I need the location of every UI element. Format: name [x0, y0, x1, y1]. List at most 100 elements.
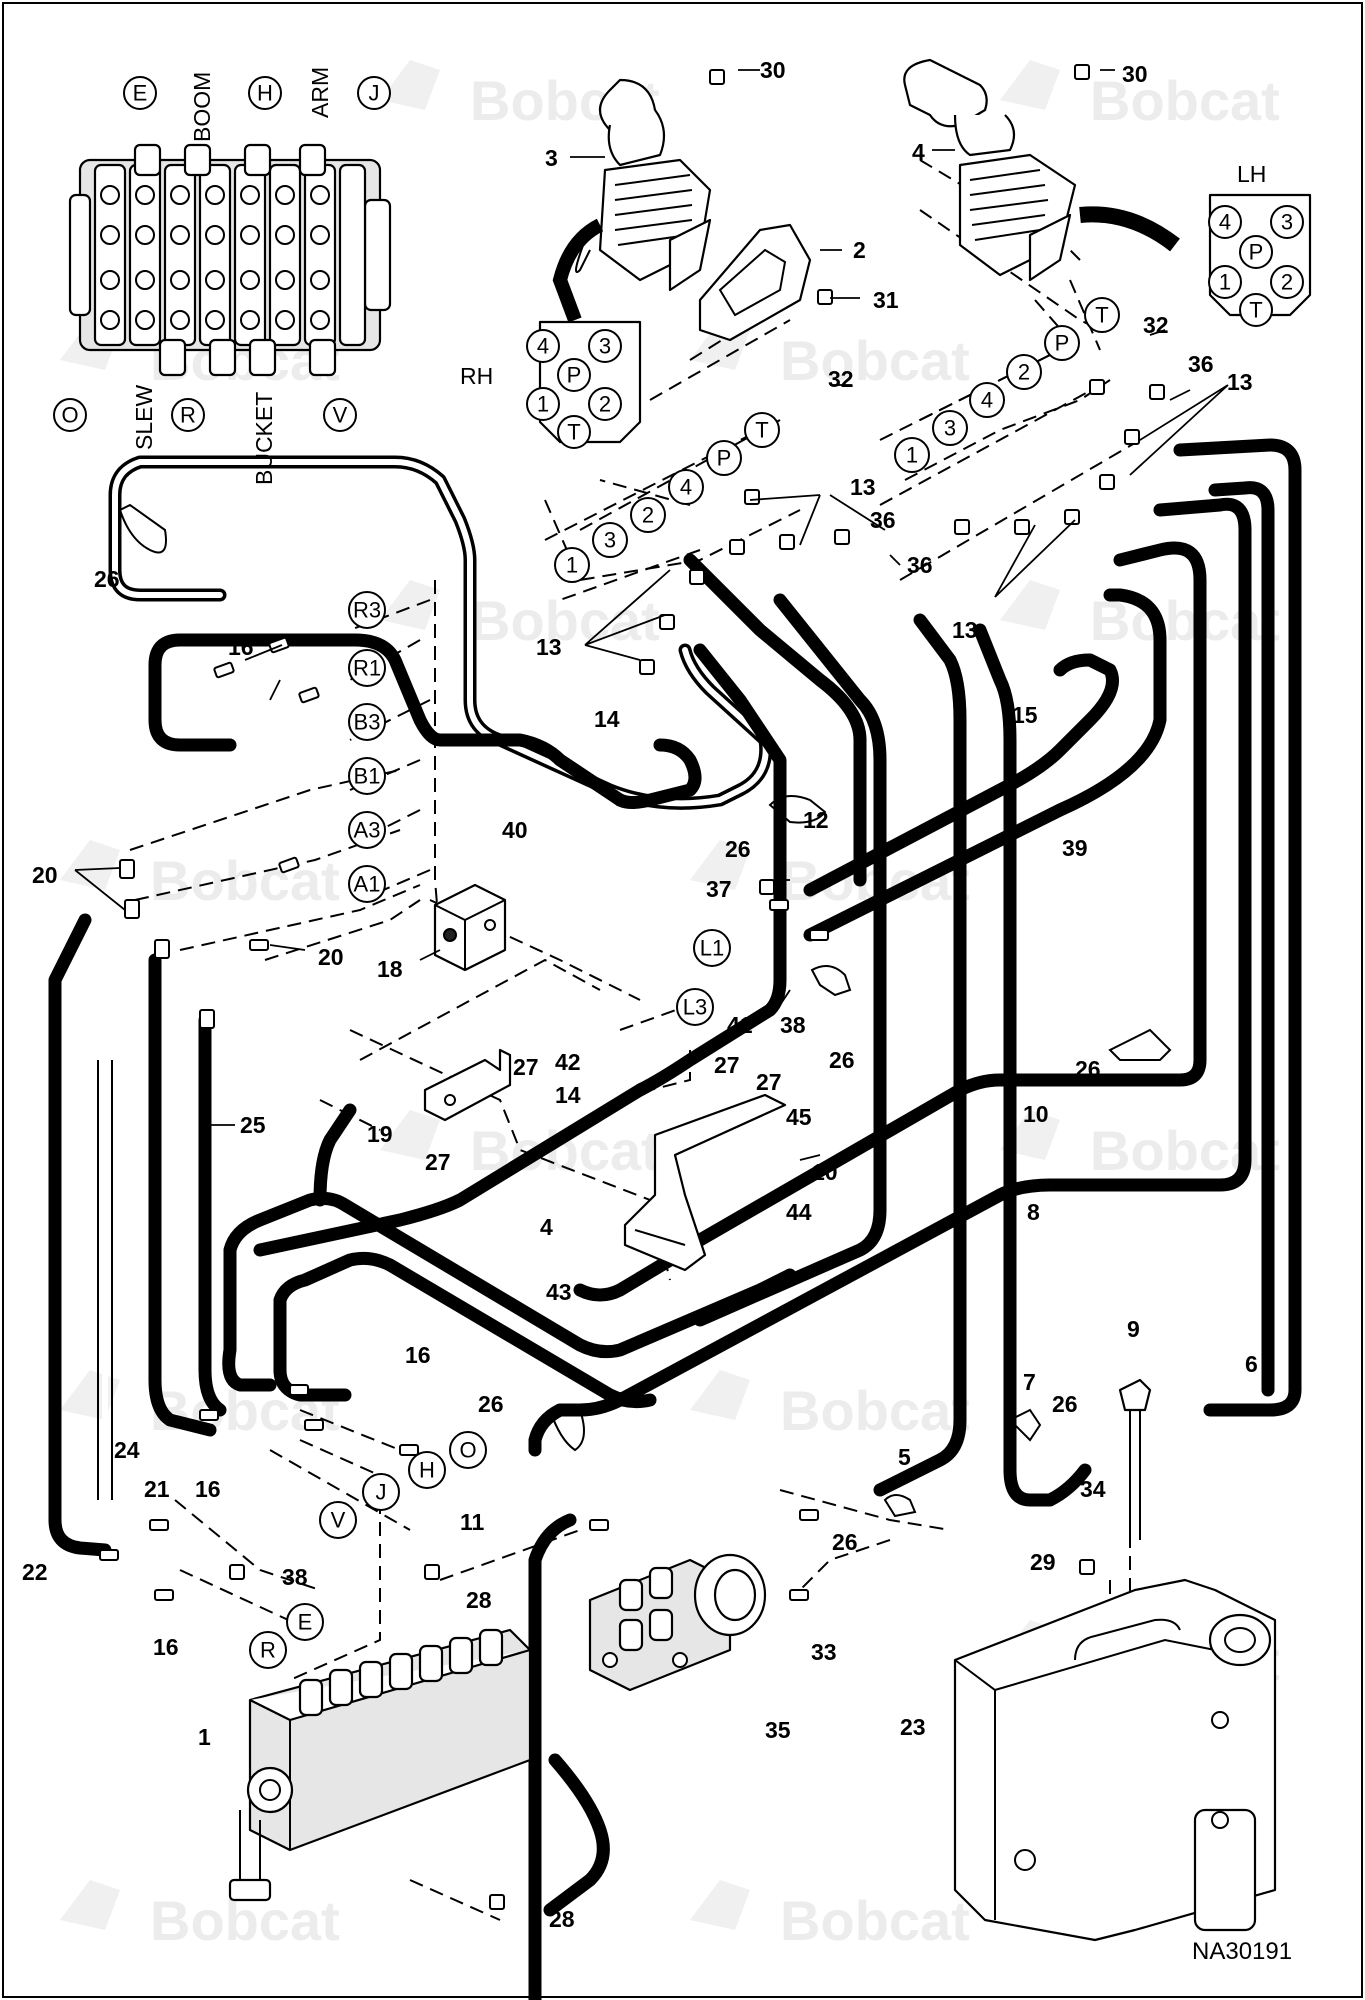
- rh-connector-pins: 4 3 P 1 2 T: [526, 329, 622, 449]
- hose-9: [528, 497, 1252, 1457]
- callout-13b: 13: [850, 474, 876, 500]
- callout-20a: 20: [32, 862, 58, 888]
- callout-8: 8: [1027, 1199, 1040, 1225]
- lh-pin-p: P: [1249, 240, 1264, 265]
- watermark-text: Bobcat: [150, 849, 340, 912]
- dipstick-tube: [1118, 1378, 1152, 1540]
- callout-32a: 32: [828, 366, 854, 392]
- callout-32b: 32: [1143, 312, 1169, 338]
- tag-l1: L1: [700, 936, 724, 961]
- callout-16b: 16: [405, 1342, 431, 1368]
- boom-label: BOOM: [189, 72, 215, 142]
- callout-26d: 26: [1075, 1056, 1101, 1082]
- callout-16a: 16: [228, 634, 254, 660]
- rh-pin-p: P: [567, 363, 582, 388]
- rh-pin-1: 1: [537, 392, 549, 417]
- callout-18: 18: [377, 956, 403, 982]
- hose-12: [683, 553, 867, 887]
- watermark-text: Bobcat: [780, 329, 970, 392]
- arm-label: ARM: [307, 67, 333, 118]
- callout-27d: 27: [425, 1149, 451, 1175]
- callout-26e: 26: [478, 1391, 504, 1417]
- port-circle-o: O: [61, 403, 78, 428]
- watermark-text: Bobcat: [780, 1889, 970, 1952]
- callout-10: 10: [812, 1159, 838, 1185]
- hose-15: [803, 653, 1119, 897]
- callout-22: 22: [22, 1559, 48, 1585]
- callout-26c: 26: [829, 1047, 855, 1073]
- callout-38a: 38: [780, 1012, 806, 1038]
- callout-13a: 13: [536, 634, 562, 660]
- callout-15: 15: [1012, 702, 1038, 728]
- function-labels: BOOM ARM SLEW BUCKET RH LH: [131, 67, 1266, 485]
- lh-cable: [1079, 206, 1180, 252]
- port-circle-h: H: [257, 81, 273, 106]
- watermark-text: Bobcat: [470, 589, 660, 652]
- callout-numbers: 30 30 3 4 2 31 32 32 36 13 13 36 36 13 1…: [22, 57, 1258, 1932]
- callout-33: 33: [811, 1639, 837, 1665]
- hose-39: [803, 588, 1167, 942]
- tag-b1: B1: [354, 764, 381, 789]
- callout-44: 44: [786, 1199, 812, 1225]
- callout-21: 21: [144, 1476, 170, 1502]
- hose-6b: [1208, 481, 1275, 1397]
- lh-label: LH: [1237, 161, 1266, 187]
- bobcat-logo-watermark: [60, 1880, 120, 1930]
- lh-connector-pins: 4 3 P 1 2 T: [1208, 205, 1304, 327]
- callout-11: 11: [460, 1509, 485, 1535]
- watermark-text: Bobcat: [1090, 69, 1280, 132]
- callout-20b: 20: [318, 944, 344, 970]
- rh-cable: [552, 218, 604, 323]
- mounting-bracket-19: [423, 1048, 512, 1122]
- slew-label: SLEW: [131, 385, 157, 450]
- callout-30a: 30: [760, 57, 786, 83]
- callout-31: 31: [873, 287, 899, 313]
- callout-13d: 13: [1227, 369, 1253, 395]
- rh-port-t: T: [755, 418, 768, 443]
- bobcat-logo-watermark: [1000, 60, 1060, 110]
- hose-10: [573, 541, 1207, 1302]
- callout-45: 45: [786, 1104, 812, 1130]
- bobcat-logo-watermark: [690, 1370, 750, 1420]
- hose-clamps: [118, 503, 1172, 1518]
- tag-a1: A1: [354, 872, 381, 897]
- callout-24: 24: [114, 1437, 140, 1463]
- lh-port-3: 3: [944, 416, 956, 441]
- figure-id: NA30191: [1192, 1938, 1292, 1965]
- tag-o: O: [459, 1438, 476, 1463]
- tag-e: E: [298, 1610, 313, 1635]
- rh-port-3: 3: [604, 528, 616, 553]
- tag-b3: B3: [354, 710, 381, 735]
- hose-25: [148, 953, 227, 1437]
- hose-layer: [48, 438, 1302, 2000]
- port-circle-e: E: [133, 81, 148, 106]
- callout-2: 2: [853, 237, 866, 263]
- valve-port-circles: E H J O R V: [53, 76, 391, 432]
- callout-34: 34: [1080, 1476, 1106, 1502]
- hose-tag-circles: R3 R1 B3 B1 A3 A1 L1 L3 H O J V E R: [249, 591, 731, 1669]
- callout-36b: 36: [907, 552, 933, 578]
- rh-port-1: 1: [566, 553, 578, 578]
- tag-r: R: [260, 1638, 276, 1663]
- hose-40-inner: [148, 633, 627, 807]
- callout-28b: 28: [549, 1906, 575, 1932]
- left-joystick: [903, 58, 1077, 282]
- hose-lower-loops: [222, 643, 797, 1409]
- callout-1: 1: [198, 1724, 211, 1750]
- callout-4b: 4: [540, 1214, 553, 1240]
- lh-port-4: 4: [981, 388, 993, 413]
- lh-pin-1: 1: [1219, 270, 1231, 295]
- callout-26b: 26: [725, 836, 751, 862]
- control-valve-top-view: [68, 143, 392, 377]
- lh-port-t: T: [1095, 303, 1108, 328]
- callout-25: 25: [240, 1112, 266, 1138]
- tag-r1: R1: [353, 656, 381, 681]
- callout-28a: 28: [466, 1587, 492, 1613]
- callout-27c: 27: [756, 1069, 782, 1095]
- joystick-mount-plate: [698, 223, 812, 342]
- callout-36c: 36: [1188, 351, 1214, 377]
- callout-26a: 26: [94, 566, 120, 592]
- callout-9: 9: [1127, 1316, 1140, 1342]
